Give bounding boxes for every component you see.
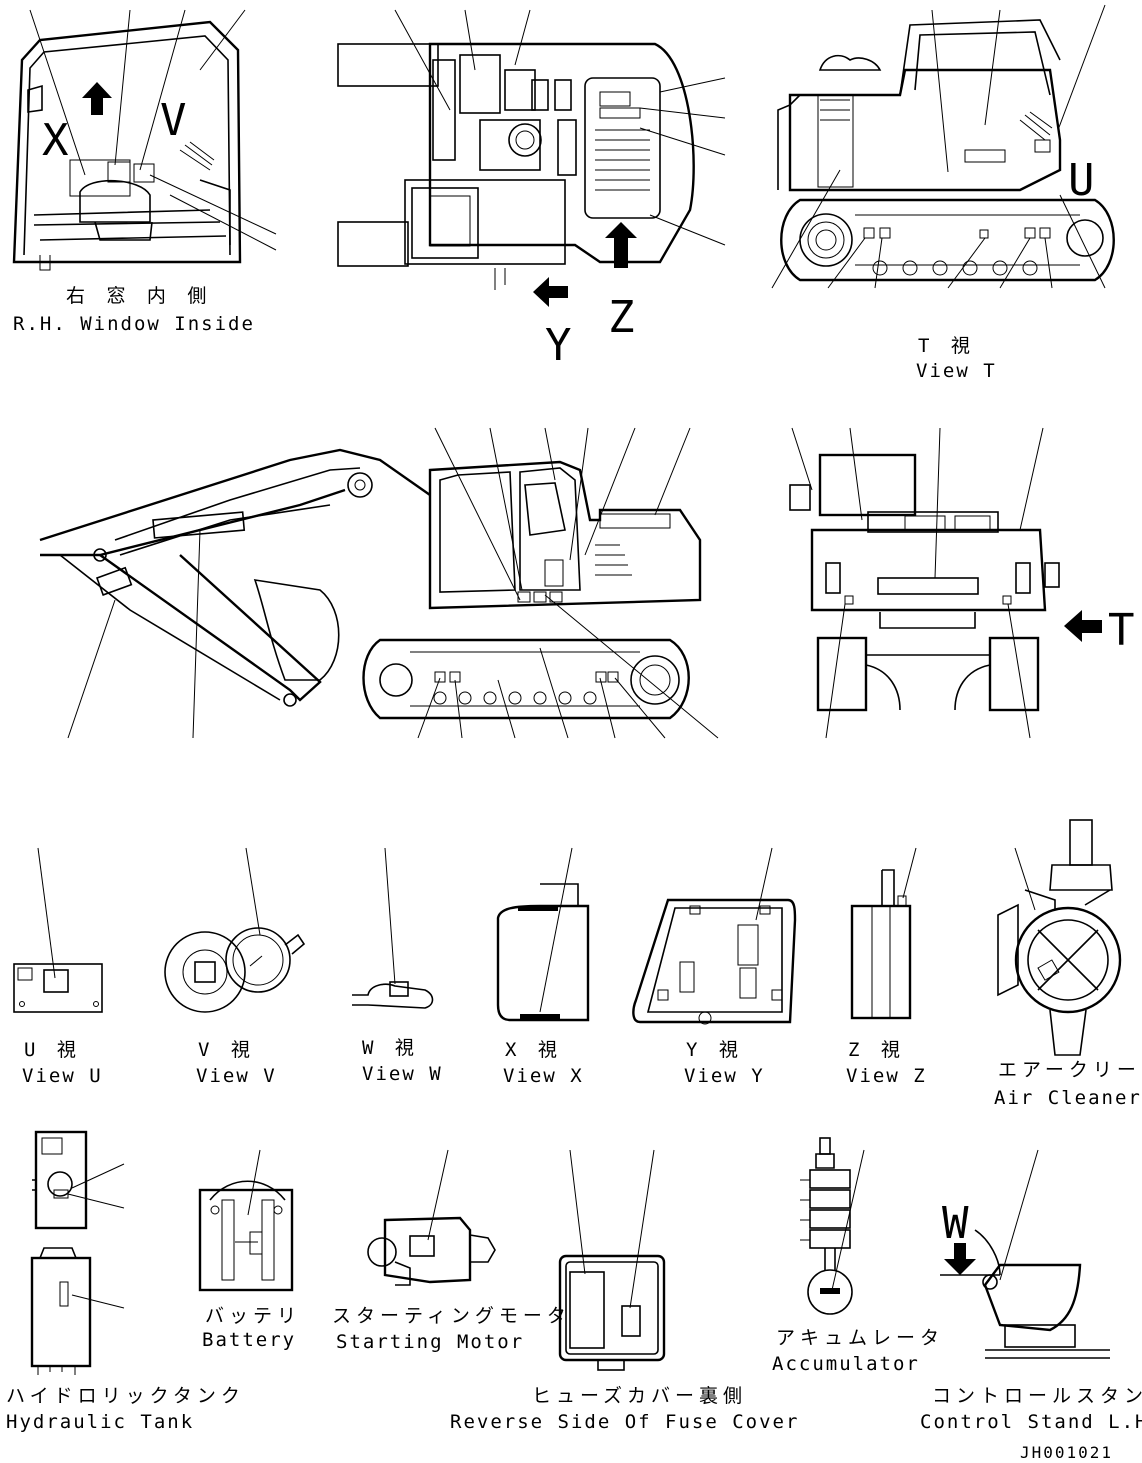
view-u-label-en: View U xyxy=(22,1065,103,1087)
view-u-label-jp: U 視 xyxy=(24,1039,81,1061)
view-z-drawing xyxy=(850,847,917,1020)
control-stand-drawing xyxy=(940,1149,1110,1359)
view-u-drawing xyxy=(13,847,103,1013)
view-y-label-en: View Y xyxy=(684,1065,765,1087)
view-w-drawing xyxy=(352,847,434,1009)
view-t-drawing xyxy=(771,4,1115,289)
marker-w: W xyxy=(942,1198,969,1249)
view-z-label-en: View Z xyxy=(846,1065,927,1087)
accumulator-label-jp: アキュムレータ xyxy=(776,1327,944,1349)
view-z-label-jp: Z 視 xyxy=(848,1039,905,1061)
battery-label-jp: バッテリ xyxy=(205,1305,301,1327)
fuse-cover-label-jp: ヒューズカバー裏側 xyxy=(532,1385,747,1407)
top-plan-drawing xyxy=(337,9,726,307)
view-v-label-en: View V xyxy=(196,1065,277,1087)
control-stand-label-en: Control Stand L.H. xyxy=(920,1411,1142,1433)
rh-window-inside-drawing xyxy=(12,9,277,271)
air-cleaner-drawing xyxy=(997,819,1122,1056)
excavator-rear-drawing xyxy=(789,427,1102,739)
marker-t: T xyxy=(1108,605,1135,656)
view-x-drawing xyxy=(496,847,590,1022)
hydraulic-tank-label-en: Hydraulic Tank xyxy=(6,1411,194,1433)
arrow-left-icon xyxy=(1064,610,1102,642)
view-v-label-jp: V 視 xyxy=(198,1039,255,1061)
accumulator-label-en: Accumulator xyxy=(772,1353,920,1375)
rh-window-label-en: R.H. Window Inside xyxy=(13,313,255,335)
rh-window-label-jp: 右 窓 内 側 xyxy=(66,285,211,307)
view-t-label-jp: T 視 xyxy=(918,335,975,357)
arrow-up-icon xyxy=(82,82,112,115)
view-t-label-en: View T xyxy=(916,360,997,382)
drawing-code: JH001021 xyxy=(1020,1443,1113,1462)
marker-u: U xyxy=(1068,155,1095,206)
starting-motor-drawing xyxy=(367,1149,496,1286)
excavator-side-drawing xyxy=(39,427,719,739)
marker-y: Y xyxy=(545,320,572,371)
hydraulic-tank-label-jp: ハイドロリックタンク xyxy=(6,1385,245,1407)
arrow-left-icon xyxy=(533,277,568,307)
arrow-down-icon xyxy=(944,1243,976,1275)
fuse-cover-label-en: Reverse Side Of Fuse Cover xyxy=(450,1411,799,1433)
air-cleaner-label-jp: エアークリーナ xyxy=(998,1059,1142,1081)
view-y-label-jp: Y 視 xyxy=(686,1039,743,1061)
starting-motor-label-en: Starting Motor xyxy=(336,1331,524,1353)
marker-z: Z xyxy=(608,292,635,343)
view-x-label-jp: X 視 xyxy=(505,1039,562,1061)
fuse-cover-drawing xyxy=(558,1149,666,1371)
view-x-label-en: View X xyxy=(503,1065,584,1087)
view-v-drawing xyxy=(164,847,306,1013)
starting-motor-label-jp: スターティングモータ xyxy=(332,1305,571,1327)
battery-label-en: Battery xyxy=(202,1329,296,1351)
hydraulic-tank-drawing xyxy=(30,1130,125,1375)
marker-x: X xyxy=(42,115,69,166)
view-y-drawing xyxy=(632,847,797,1025)
battery-drawing xyxy=(198,1149,294,1292)
arrow-up-icon xyxy=(605,222,637,268)
accumulator-drawing xyxy=(800,1137,865,1315)
marker-v: V xyxy=(160,95,187,146)
control-stand-label-jp: コントロールスタンド左 xyxy=(932,1385,1142,1407)
view-w-label-en: View W xyxy=(362,1063,443,1085)
air-cleaner-label-en: Air Cleaner xyxy=(994,1087,1142,1109)
view-w-label-jp: W 視 xyxy=(362,1037,419,1059)
